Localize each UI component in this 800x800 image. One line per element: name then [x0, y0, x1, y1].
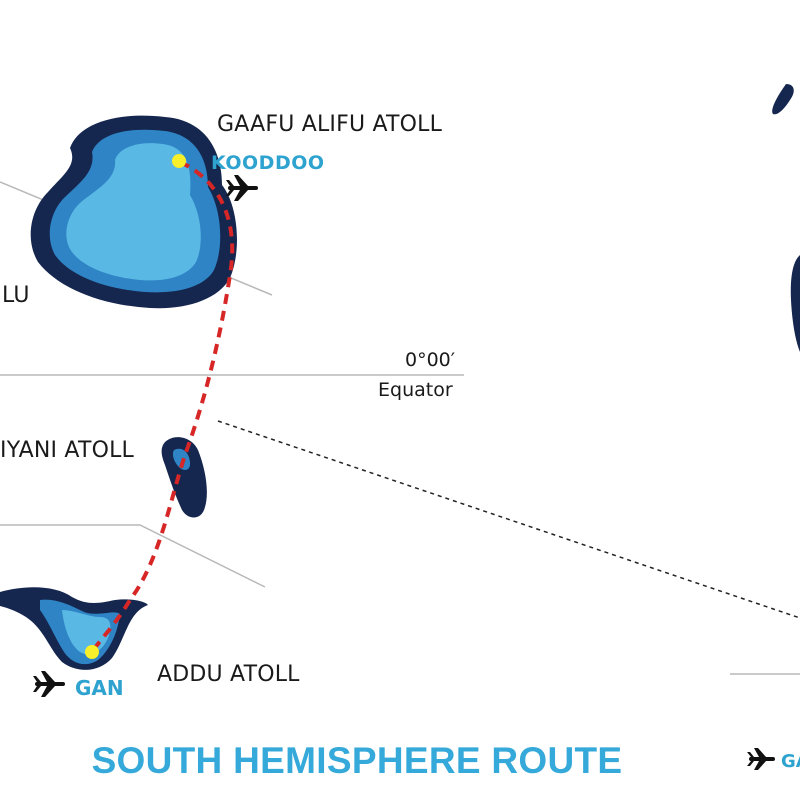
airplane-icon: [33, 671, 65, 697]
flight-route: [90, 160, 235, 654]
gaafu-alifu-atoll-label: GAAFU ALIFU ATOLL: [217, 112, 443, 137]
equator-label: Equator: [378, 379, 453, 401]
route-title: SOUTH HEMISPHERE ROUTE: [91, 740, 623, 781]
kooddoo-airport-label: KOODDOO: [211, 152, 325, 174]
fuvahmulah-atoll-shape: [161, 437, 207, 518]
fuvahmulah-atoll-label-partial: IYANI ATOLL: [0, 438, 135, 463]
airplane-icon: [226, 175, 258, 201]
airport-marker-kooddoo: [172, 154, 186, 168]
gan-airport-label-right-partial: GA: [781, 751, 800, 772]
addu-atoll-shape: [0, 587, 148, 670]
coordinate-label: 0°00′: [405, 349, 456, 371]
gan-airport-label: GAN: [75, 676, 124, 700]
latitude-line-south: [0, 524, 266, 588]
right-island-small: [772, 84, 794, 115]
right-island-large: [790, 255, 800, 352]
airport-marker-gan: [85, 645, 99, 659]
airplane-icon: [747, 748, 775, 770]
addu-atoll-label: ADDU ATOLL: [157, 662, 300, 687]
dhaalu-atoll-label-partial: LU: [2, 283, 30, 308]
connector-dashed-line: [217, 420, 800, 619]
gaafu-alifu-atoll-shape: [30, 115, 237, 309]
